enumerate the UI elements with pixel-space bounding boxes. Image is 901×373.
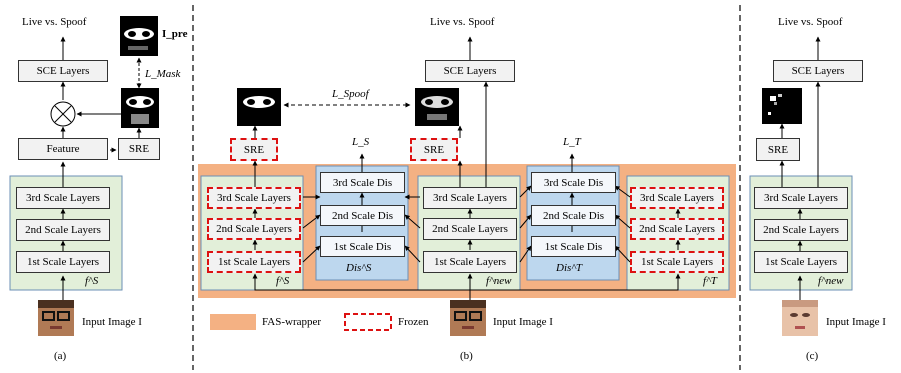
sre-box-a: SRE <box>118 138 160 160</box>
dis-s-label: Dis^S <box>346 262 372 274</box>
scale1-layers-ft: 1st Scale Layers <box>630 251 724 273</box>
scale1-layers-fs: 1st Scale Layers <box>207 251 301 273</box>
ipre-thumbnail <box>120 16 158 56</box>
fs-label-a: f^S <box>85 275 99 287</box>
scale2-layers-fnew-b: 2nd Scale Layers <box>423 218 517 240</box>
mask-thumbnail-a <box>121 88 159 128</box>
lt-label: L_T <box>563 136 581 148</box>
mask-thumbnail-fs <box>237 88 281 126</box>
ft-label: f^T <box>703 275 717 287</box>
legend-frozen-swatch <box>344 313 392 331</box>
scale1-layers-c: 1st Scale Layers <box>754 251 848 273</box>
fs-label-b: f^S <box>276 275 290 287</box>
sce-layers-b: SCE Layers <box>425 60 515 82</box>
sce-layers-c: SCE Layers <box>773 60 863 82</box>
output-label-c: Live vs. Spoof <box>778 16 843 28</box>
scale2-layers-a: 2nd Scale Layers <box>16 219 110 241</box>
input-label-a: Input Image I <box>82 316 142 328</box>
scale2-layers-fs: 2nd Scale Layers <box>207 218 301 240</box>
scale3-layers-c: 3rd Scale Layers <box>754 187 848 209</box>
scale3-layers-fs: 3rd Scale Layers <box>207 187 301 209</box>
sce-layers-a: SCE Layers <box>18 60 108 82</box>
lspoof-label: L_Spoof <box>332 88 369 100</box>
legend-frozen-label: Frozen <box>398 316 429 328</box>
legend-wrapper-swatch <box>210 314 256 330</box>
input-face-c <box>782 300 818 336</box>
scale1-dis-s: 1st Scale Dis <box>320 236 405 257</box>
ipre-label: I_pre <box>162 28 188 40</box>
output-label-b: Live vs. Spoof <box>430 16 495 28</box>
mask-thumbnail-c <box>762 88 802 124</box>
input-face-b <box>450 300 486 336</box>
scale3-dis-s: 3rd Scale Dis <box>320 172 405 193</box>
sre-box-c: SRE <box>756 138 800 161</box>
dis-t-label: Dis^T <box>556 262 583 274</box>
lmask-label: L_Mask <box>145 68 181 80</box>
scale3-layers-fnew-b: 3rd Scale Layers <box>423 187 517 209</box>
input-face-a <box>38 300 74 336</box>
scale1-layers-fnew-b: 1st Scale Layers <box>423 251 517 273</box>
feature-box-a: Feature <box>18 138 108 160</box>
ls-label: L_S <box>352 136 370 148</box>
scale2-layers-c: 2nd Scale Layers <box>754 219 848 241</box>
fnew-label-b: f^new <box>486 275 512 287</box>
mask-thumbnail-fnew <box>415 88 459 126</box>
caption-c: (c) <box>806 350 819 362</box>
sre-frozen-box: SRE <box>230 138 278 161</box>
scale1-dis-t: 1st Scale Dis <box>531 236 616 257</box>
input-label-b: Input Image I <box>493 316 553 328</box>
scale2-dis-t: 2nd Scale Dis <box>531 205 616 226</box>
scale1-layers-a: 1st Scale Layers <box>16 251 110 273</box>
sre-box-fnew: SRE <box>410 138 458 161</box>
scale3-layers-ft: 3rd Scale Layers <box>630 187 724 209</box>
caption-b: (b) <box>460 350 473 362</box>
fnew-label-c: f^new <box>818 275 844 287</box>
caption-a: (a) <box>54 350 67 362</box>
scale2-layers-ft: 2nd Scale Layers <box>630 218 724 240</box>
input-label-c: Input Image I <box>826 316 886 328</box>
scale3-layers-a: 3rd Scale Layers <box>16 187 110 209</box>
output-label-a: Live vs. Spoof <box>22 16 87 28</box>
scale2-dis-s: 2nd Scale Dis <box>320 205 405 226</box>
legend-wrapper-label: FAS-wrapper <box>262 316 322 328</box>
scale3-dis-t: 3rd Scale Dis <box>531 172 616 193</box>
